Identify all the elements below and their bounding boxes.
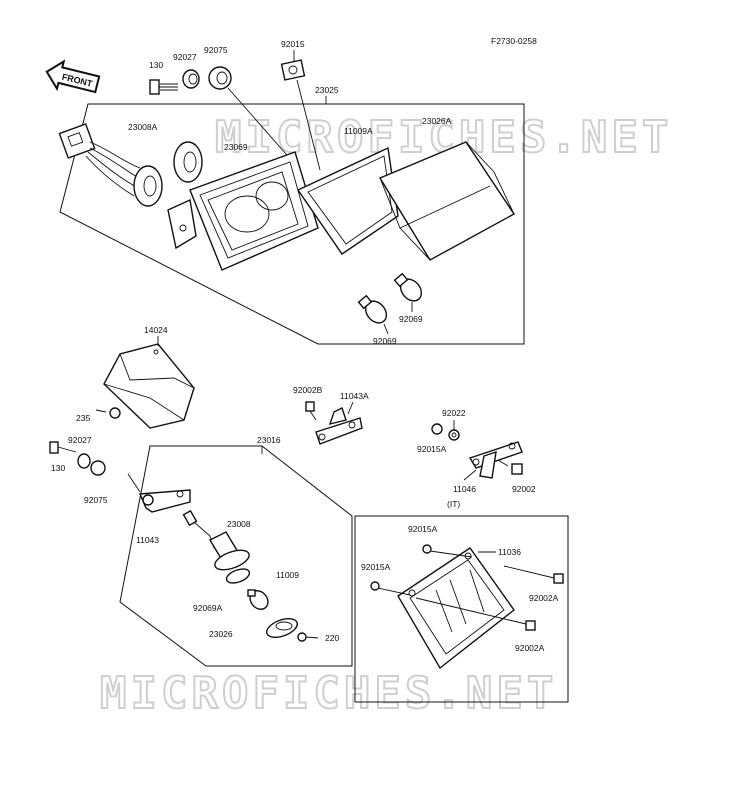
label-130-left: 130 bbox=[51, 463, 65, 473]
label-92015A-right: 92015A bbox=[417, 444, 447, 454]
lens-23026 bbox=[266, 618, 298, 638]
label-92002A-1: 92002A bbox=[529, 593, 559, 603]
gasket-11009A bbox=[296, 146, 399, 255]
socket-23008 bbox=[182, 509, 250, 571]
bolt-130-left bbox=[49, 441, 77, 454]
label-14024: 14024 bbox=[144, 325, 168, 335]
label-11009A: 11009A bbox=[344, 126, 373, 136]
collar-92075-left bbox=[90, 460, 106, 476]
label-92069-b: 92069 bbox=[373, 336, 397, 346]
label-23008A: 23008A bbox=[128, 122, 158, 132]
label-11009: 11009 bbox=[276, 570, 299, 580]
label-92022: 92022 bbox=[442, 408, 466, 418]
label-11046: 11046 bbox=[453, 484, 476, 494]
label-11043A: 11043A bbox=[340, 391, 369, 401]
front-arrow-icon: FRONT bbox=[45, 59, 101, 94]
gasket-11009 bbox=[225, 568, 251, 584]
watermark-bottom: MICROFICHES.NET bbox=[100, 668, 557, 719]
label-23016: 23016 bbox=[257, 435, 281, 445]
bolt-92002 bbox=[497, 459, 523, 475]
label-92002B: 92002B bbox=[293, 385, 323, 395]
bulb-92069-b bbox=[357, 294, 388, 324]
bracket-11043 bbox=[138, 489, 191, 513]
socket-23008A bbox=[133, 141, 203, 207]
screw-220 bbox=[297, 632, 319, 642]
label-92075-top: 92075 bbox=[204, 45, 228, 55]
label-92027-left: 92027 bbox=[68, 435, 92, 445]
label-92075-left: 92075 bbox=[84, 495, 108, 505]
nut-92015A-it1 bbox=[422, 544, 432, 554]
bulb-92069-a bbox=[393, 272, 423, 302]
plate-bracket-11036 bbox=[397, 547, 515, 670]
bracket-11046 bbox=[468, 441, 523, 479]
nut-92015A-right bbox=[431, 423, 443, 435]
wire-harness-connector bbox=[58, 123, 143, 197]
label-23025: 23025 bbox=[315, 85, 339, 95]
label-92002: 92002 bbox=[512, 484, 536, 494]
cover-14024 bbox=[103, 343, 195, 429]
label-130-top: 130 bbox=[149, 60, 163, 70]
it-plate-group-frame bbox=[354, 515, 569, 703]
figure-code: F2730-0258 bbox=[491, 36, 537, 46]
grommet-92027-top bbox=[182, 69, 200, 89]
label-92027-top: 92027 bbox=[173, 52, 197, 62]
label-23008: 23008 bbox=[227, 519, 251, 529]
bulb-92069A bbox=[247, 589, 269, 610]
label-11036: 11036 bbox=[498, 547, 521, 557]
bracket-11043A bbox=[315, 407, 363, 445]
lens-23026A bbox=[378, 141, 516, 261]
label-92069-a: 92069 bbox=[399, 314, 423, 324]
label-220: 220 bbox=[325, 633, 339, 643]
label-92069A: 92069A bbox=[193, 603, 223, 613]
label-23026: 23026 bbox=[209, 629, 233, 639]
washer-92022 bbox=[448, 429, 460, 441]
label-235: 235 bbox=[76, 413, 90, 423]
label-variant-it: (IT) bbox=[447, 499, 460, 509]
screw-235 bbox=[95, 407, 121, 419]
label-23026A: 23026A bbox=[422, 116, 452, 126]
bolt-92002A-2 bbox=[525, 620, 536, 631]
nut-92015-top bbox=[280, 59, 306, 81]
bolt-130-top bbox=[149, 79, 178, 95]
bolt-92002A-1 bbox=[553, 573, 564, 584]
nut-92015A-it2 bbox=[370, 581, 380, 591]
label-92015A-it2: 92015A bbox=[361, 562, 391, 572]
label-11043: 11043 bbox=[136, 535, 159, 545]
grommet-92027-left bbox=[77, 453, 91, 469]
lamp-housing-23069 bbox=[167, 151, 319, 271]
tail-light-assembly-group bbox=[59, 96, 525, 345]
label-23069: 23069 bbox=[224, 142, 248, 152]
bolt-92002B bbox=[305, 401, 317, 421]
collar-92075-top bbox=[208, 66, 232, 90]
label-92002A-2: 92002A bbox=[515, 643, 545, 653]
label-92015A-it1: 92015A bbox=[408, 524, 438, 534]
label-92015-top: 92015 bbox=[281, 39, 305, 49]
